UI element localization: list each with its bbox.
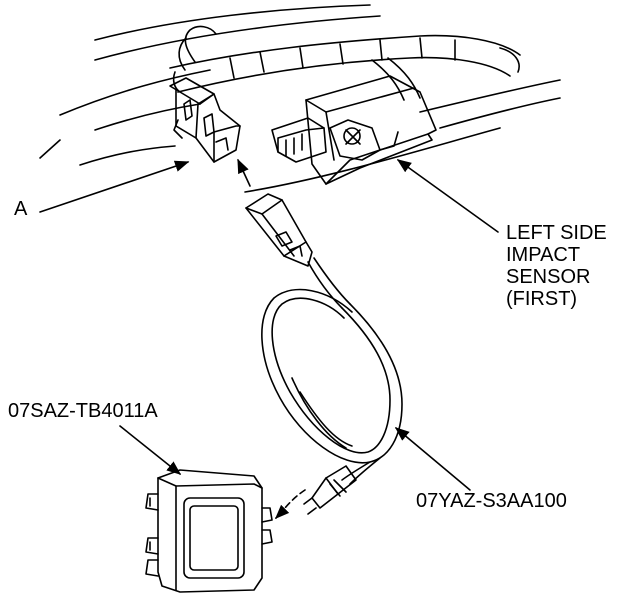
body-panel-outline	[39, 4, 561, 193]
wire-harness	[169, 25, 521, 101]
tool-cable-part-number: 07YAZ-S3AA100	[416, 490, 567, 512]
sensor-label-line-4: (FIRST)	[506, 288, 578, 310]
sensor-label-line-2: IMPACT	[506, 244, 581, 266]
impact-sensor	[271, 75, 437, 185]
test-cable-connector	[245, 193, 313, 267]
harness-connector-a	[169, 77, 241, 163]
cable-plug	[303, 465, 357, 515]
callout-sensor-label: LEFT SIDE IMPACT SENSOR (FIRST)	[506, 222, 607, 310]
sensor-label-line-1: LEFT SIDE	[506, 222, 607, 244]
test-cable-coil	[261, 257, 403, 485]
tester-box	[145, 469, 273, 593]
callout-a-label: A	[14, 198, 28, 220]
leader-lines	[39, 158, 499, 520]
sensor-label-line-3: SENSOR	[506, 266, 591, 288]
tool-box-part-number: 07SAZ-TB4011A	[8, 400, 158, 422]
